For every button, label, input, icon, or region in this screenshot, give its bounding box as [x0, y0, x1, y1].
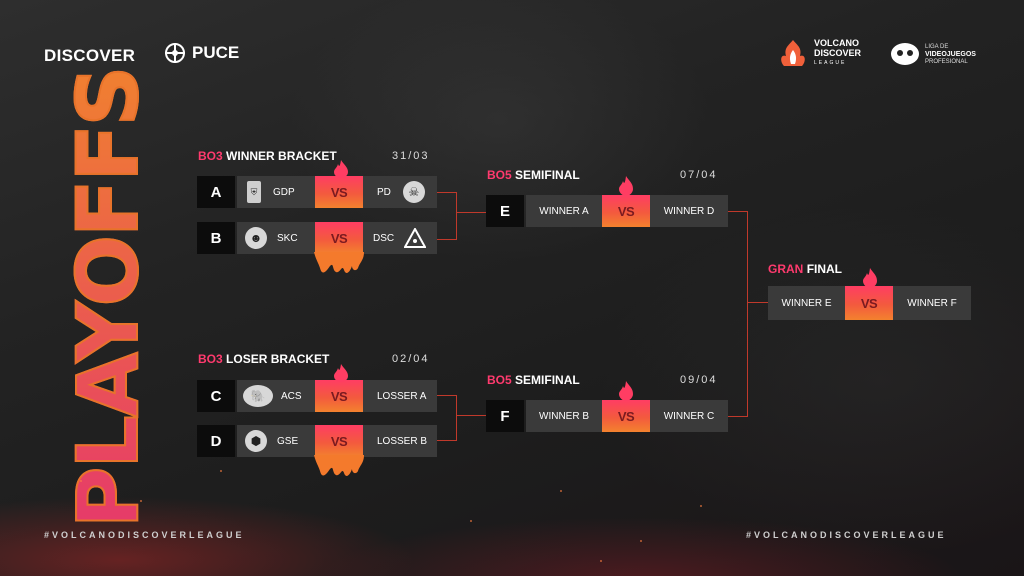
gse-shield-icon: ⬢ — [245, 430, 267, 452]
match-e-vs: VS — [602, 195, 650, 227]
match-d-letter: D — [197, 425, 235, 457]
semifinal-1-title: BO5 SEMIFINAL — [487, 168, 580, 182]
match-d-vs: VS — [315, 425, 363, 457]
match-a-team1[interactable]: ⛨ GDP — [237, 176, 315, 208]
playoffs-title: PLAYOFFS — [58, 67, 158, 530]
loser-bracket-date: 02/04 — [392, 353, 430, 365]
ember — [220, 470, 222, 472]
match-c-team2[interactable]: LOSSER A — [363, 380, 437, 412]
match-c-team1[interactable]: 🐘 ACS — [237, 380, 315, 412]
final-team2[interactable]: WINNER F — [893, 286, 971, 320]
ember — [140, 500, 142, 502]
match-b-team1[interactable]: ☻ SKC — [237, 222, 315, 254]
semifinal-1-date: 07/04 — [680, 169, 718, 181]
volcano-discover-league-logo: VOLCANO DISCOVER LEAGUE — [776, 38, 861, 68]
connector-lb-mid — [457, 415, 487, 416]
lava-drip-icon — [314, 252, 364, 273]
match-c-vs: VS — [315, 380, 363, 412]
final-vs: VS — [845, 286, 893, 320]
match-b-vs: VS — [315, 222, 363, 254]
flame-top-icon — [334, 364, 348, 382]
ember — [80, 480, 82, 482]
semifinal-2-date: 09/04 — [680, 374, 718, 386]
puce-logo: PUCE — [164, 42, 239, 64]
connector-f-to-final — [728, 302, 748, 417]
flame-top-icon — [619, 381, 633, 401]
semifinal-2-title: BO5 SEMIFINAL — [487, 373, 580, 387]
match-f-team2[interactable]: WINNER C — [650, 400, 728, 432]
match-f-vs: VS — [602, 400, 650, 432]
ember — [470, 520, 472, 522]
final-team1[interactable]: WINNER E — [768, 286, 845, 320]
lvp-controller-icon — [891, 43, 919, 65]
match-d-team1[interactable]: ⬢ GSE — [237, 425, 315, 457]
lvp-logo: LIGA DE VIDEOJUEGOS PROFESIONAL — [890, 42, 976, 68]
flame-top-icon — [863, 268, 877, 288]
connector-e-to-final — [728, 211, 748, 302]
match-a-vs: VS — [315, 176, 363, 208]
ember — [560, 490, 562, 492]
puce-emblem-icon — [165, 43, 185, 63]
loser-bracket-title: BO3 LOSER BRACKET — [198, 352, 330, 366]
match-b-team2[interactable]: DSC — [363, 222, 437, 254]
lava-drip-icon — [314, 455, 364, 476]
winner-bracket-title: BO3 WINNER BRACKET — [198, 149, 337, 163]
connector-final-mid — [748, 302, 768, 303]
match-e-letter: E — [486, 195, 524, 227]
match-c-letter: C — [197, 380, 235, 412]
gdp-crest-icon: ⛨ — [247, 181, 261, 203]
volcano-flame-icon — [781, 40, 805, 66]
grand-final-title: GRAN FINAL — [768, 262, 843, 276]
ember — [700, 505, 702, 507]
ember — [640, 540, 642, 542]
winner-bracket-date: 31/03 — [392, 150, 430, 162]
match-a-team2[interactable]: PD ☠ — [363, 176, 437, 208]
flame-top-icon — [334, 160, 348, 178]
hashtag-left: #VOLCANODISCOVERLEAGUE — [44, 530, 245, 540]
match-f-team1[interactable]: WINNER B — [526, 400, 602, 432]
ember — [600, 560, 602, 562]
match-e-team2[interactable]: WINNER D — [650, 195, 728, 227]
match-d-team2[interactable]: LOSSER B — [363, 425, 437, 457]
flame-top-icon — [619, 176, 633, 196]
playoffs-title-container: PLAYOFFS — [48, 67, 168, 530]
match-a-letter: A — [197, 176, 235, 208]
skc-skull-icon: ☻ — [245, 227, 267, 249]
pirate-skull-icon: ☠ — [402, 181, 425, 203]
discover-logo: DISCOVER — [44, 46, 136, 65]
acs-elephant-icon: 🐘 — [243, 385, 273, 407]
connector-wb-mid — [457, 212, 487, 213]
match-e-team1[interactable]: WINNER A — [526, 195, 602, 227]
match-f-letter: F — [486, 400, 524, 432]
dsc-warning-icon — [404, 227, 427, 249]
match-b-letter: B — [197, 222, 235, 254]
connector-wb-to-e — [437, 192, 457, 240]
hashtag-right: #VOLCANODISCOVERLEAGUE — [746, 530, 947, 540]
connector-lb-to-f — [437, 395, 457, 441]
